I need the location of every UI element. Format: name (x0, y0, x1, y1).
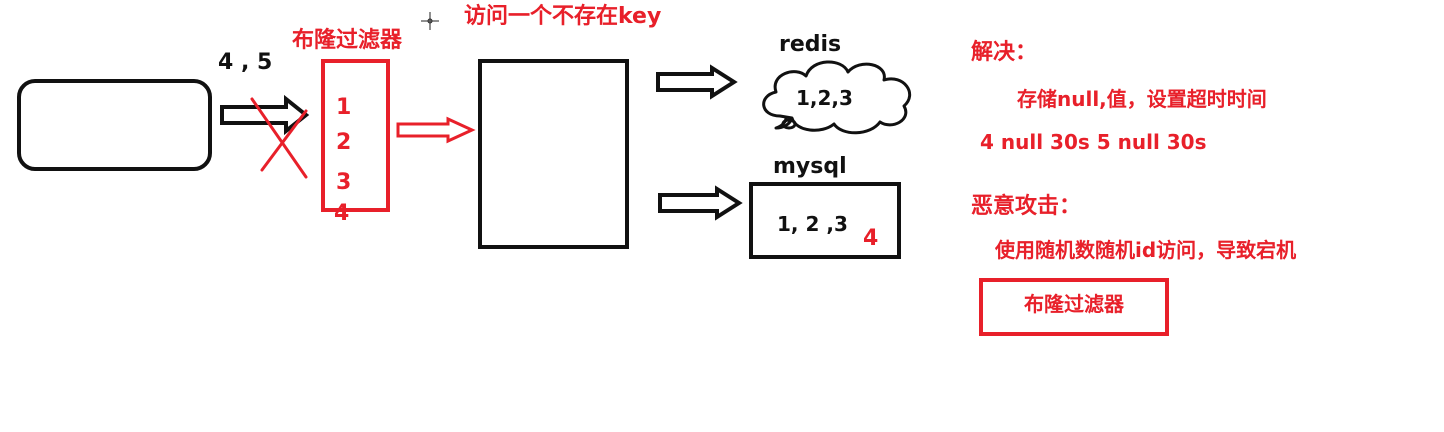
red-block-arrow-icon (396, 116, 476, 144)
filter-value: 2 (336, 130, 352, 155)
cross-mark-icon (250, 97, 308, 179)
attack-fix-box (979, 278, 1169, 336)
mysql-box (749, 182, 901, 259)
attack-description: 使用随机数随机id访问，导致宕机 (995, 238, 1297, 262)
bloom-filter-box (321, 59, 390, 212)
block-arrow-to-mysql-icon (658, 185, 743, 221)
mysql-extra-value: 4 (863, 226, 879, 251)
filter-value: 1 (336, 95, 352, 120)
request-keys-label: 4 , 5 (218, 50, 273, 75)
mysql-values: 1, 2 ,3 (777, 212, 848, 236)
crosshair-cursor-icon (421, 12, 439, 30)
solution-line-1: 存储null,值，设置超时时间 (1017, 87, 1267, 111)
cloud-icon (762, 60, 912, 135)
redis-values: 1,2,3 (796, 86, 853, 110)
filter-value: 3 (336, 170, 352, 195)
server-box (478, 59, 629, 249)
client-box (17, 79, 212, 171)
solution-title: 解决： (971, 40, 1038, 65)
filter-value: 4 (334, 201, 350, 226)
missing-key-caption: 访问一个不存在key (464, 4, 662, 29)
solution-line-2: 4 null 30s 5 null 30s (980, 130, 1207, 154)
mysql-label: mysql (773, 154, 847, 179)
attack-title: 恶意攻击： (971, 194, 1082, 219)
attack-fix-label: 布隆过滤器 (1024, 292, 1124, 316)
redis-label: redis (779, 32, 842, 57)
block-arrow-to-redis-icon (656, 64, 738, 100)
bloom-filter-title: 布隆过滤器 (292, 28, 403, 53)
